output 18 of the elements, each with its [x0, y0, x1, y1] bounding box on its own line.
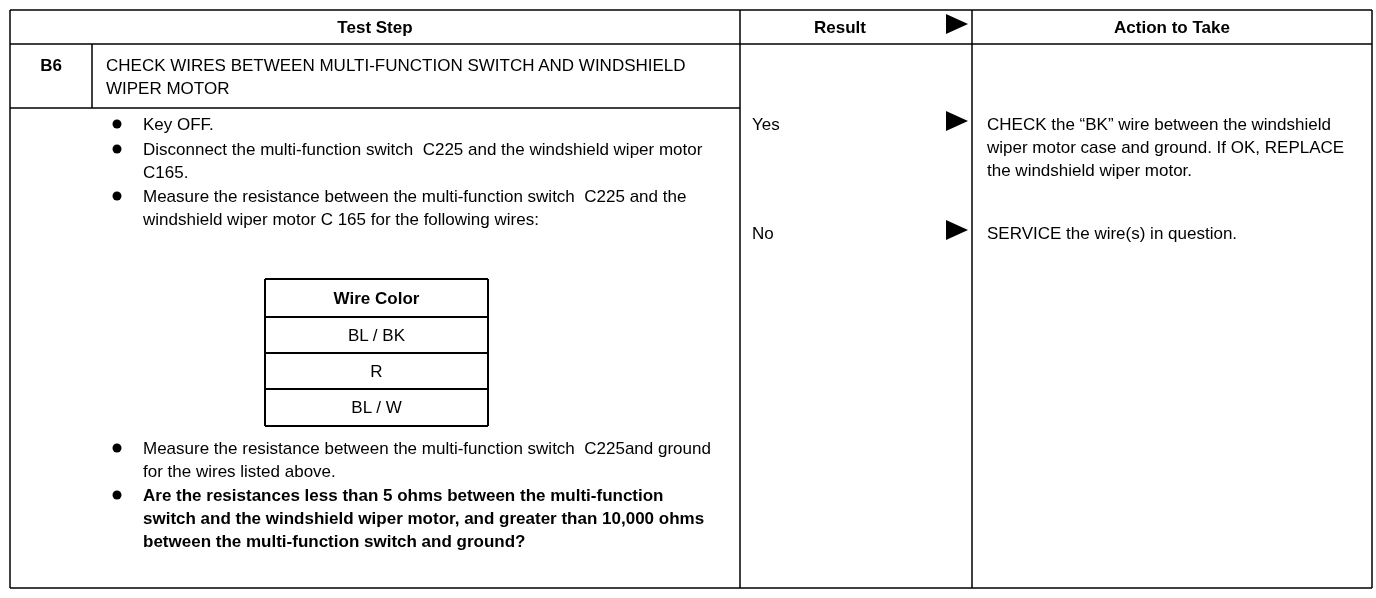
instruction-text: Disconnect the multi-function switch C225 and the windshield wiper motor C165.: [143, 139, 704, 184]
column-header: Action to Take: [1113, 17, 1231, 39]
instruction-text: Key OFF.: [143, 114, 215, 136]
result-text: Yes: [752, 114, 781, 136]
step-number: B6: [39, 55, 63, 77]
question-text: Are the resistances less than 5 ohms between the multi-function switch and the windshield wiper motor, and greater than 10,000 ohms between the multi-function switch and ground?: [143, 485, 706, 553]
table-header: Wire Color: [332, 288, 421, 310]
wire-color: BL / W: [350, 397, 403, 419]
wire-color: R: [369, 361, 384, 383]
action-text: SERVICE the wire(s) in question.: [987, 223, 1239, 245]
instruction-text: Measure the resistance between the multi-function switch C225and ground for the wires listed above.: [143, 438, 712, 483]
column-header: Result: [813, 17, 867, 39]
wire-color: BL / BK: [347, 325, 406, 347]
instruction-text: Measure the resistance between the multi-function switch C225 and the windshield wiper motor C 165 for the following wires:: [143, 186, 688, 231]
step-heading: CHECK WIRES BETWEEN MULTI-FUNCTION SWITCH AND WINDSHIELD WIPER MOTOR: [106, 55, 687, 100]
column-header: Test Step: [336, 17, 414, 39]
result-text: No: [752, 223, 775, 245]
action-text: CHECK the “BK” wire between the windshield wiper motor case and ground. If OK, REPLACE the windshield wiper motor.: [987, 114, 1346, 182]
